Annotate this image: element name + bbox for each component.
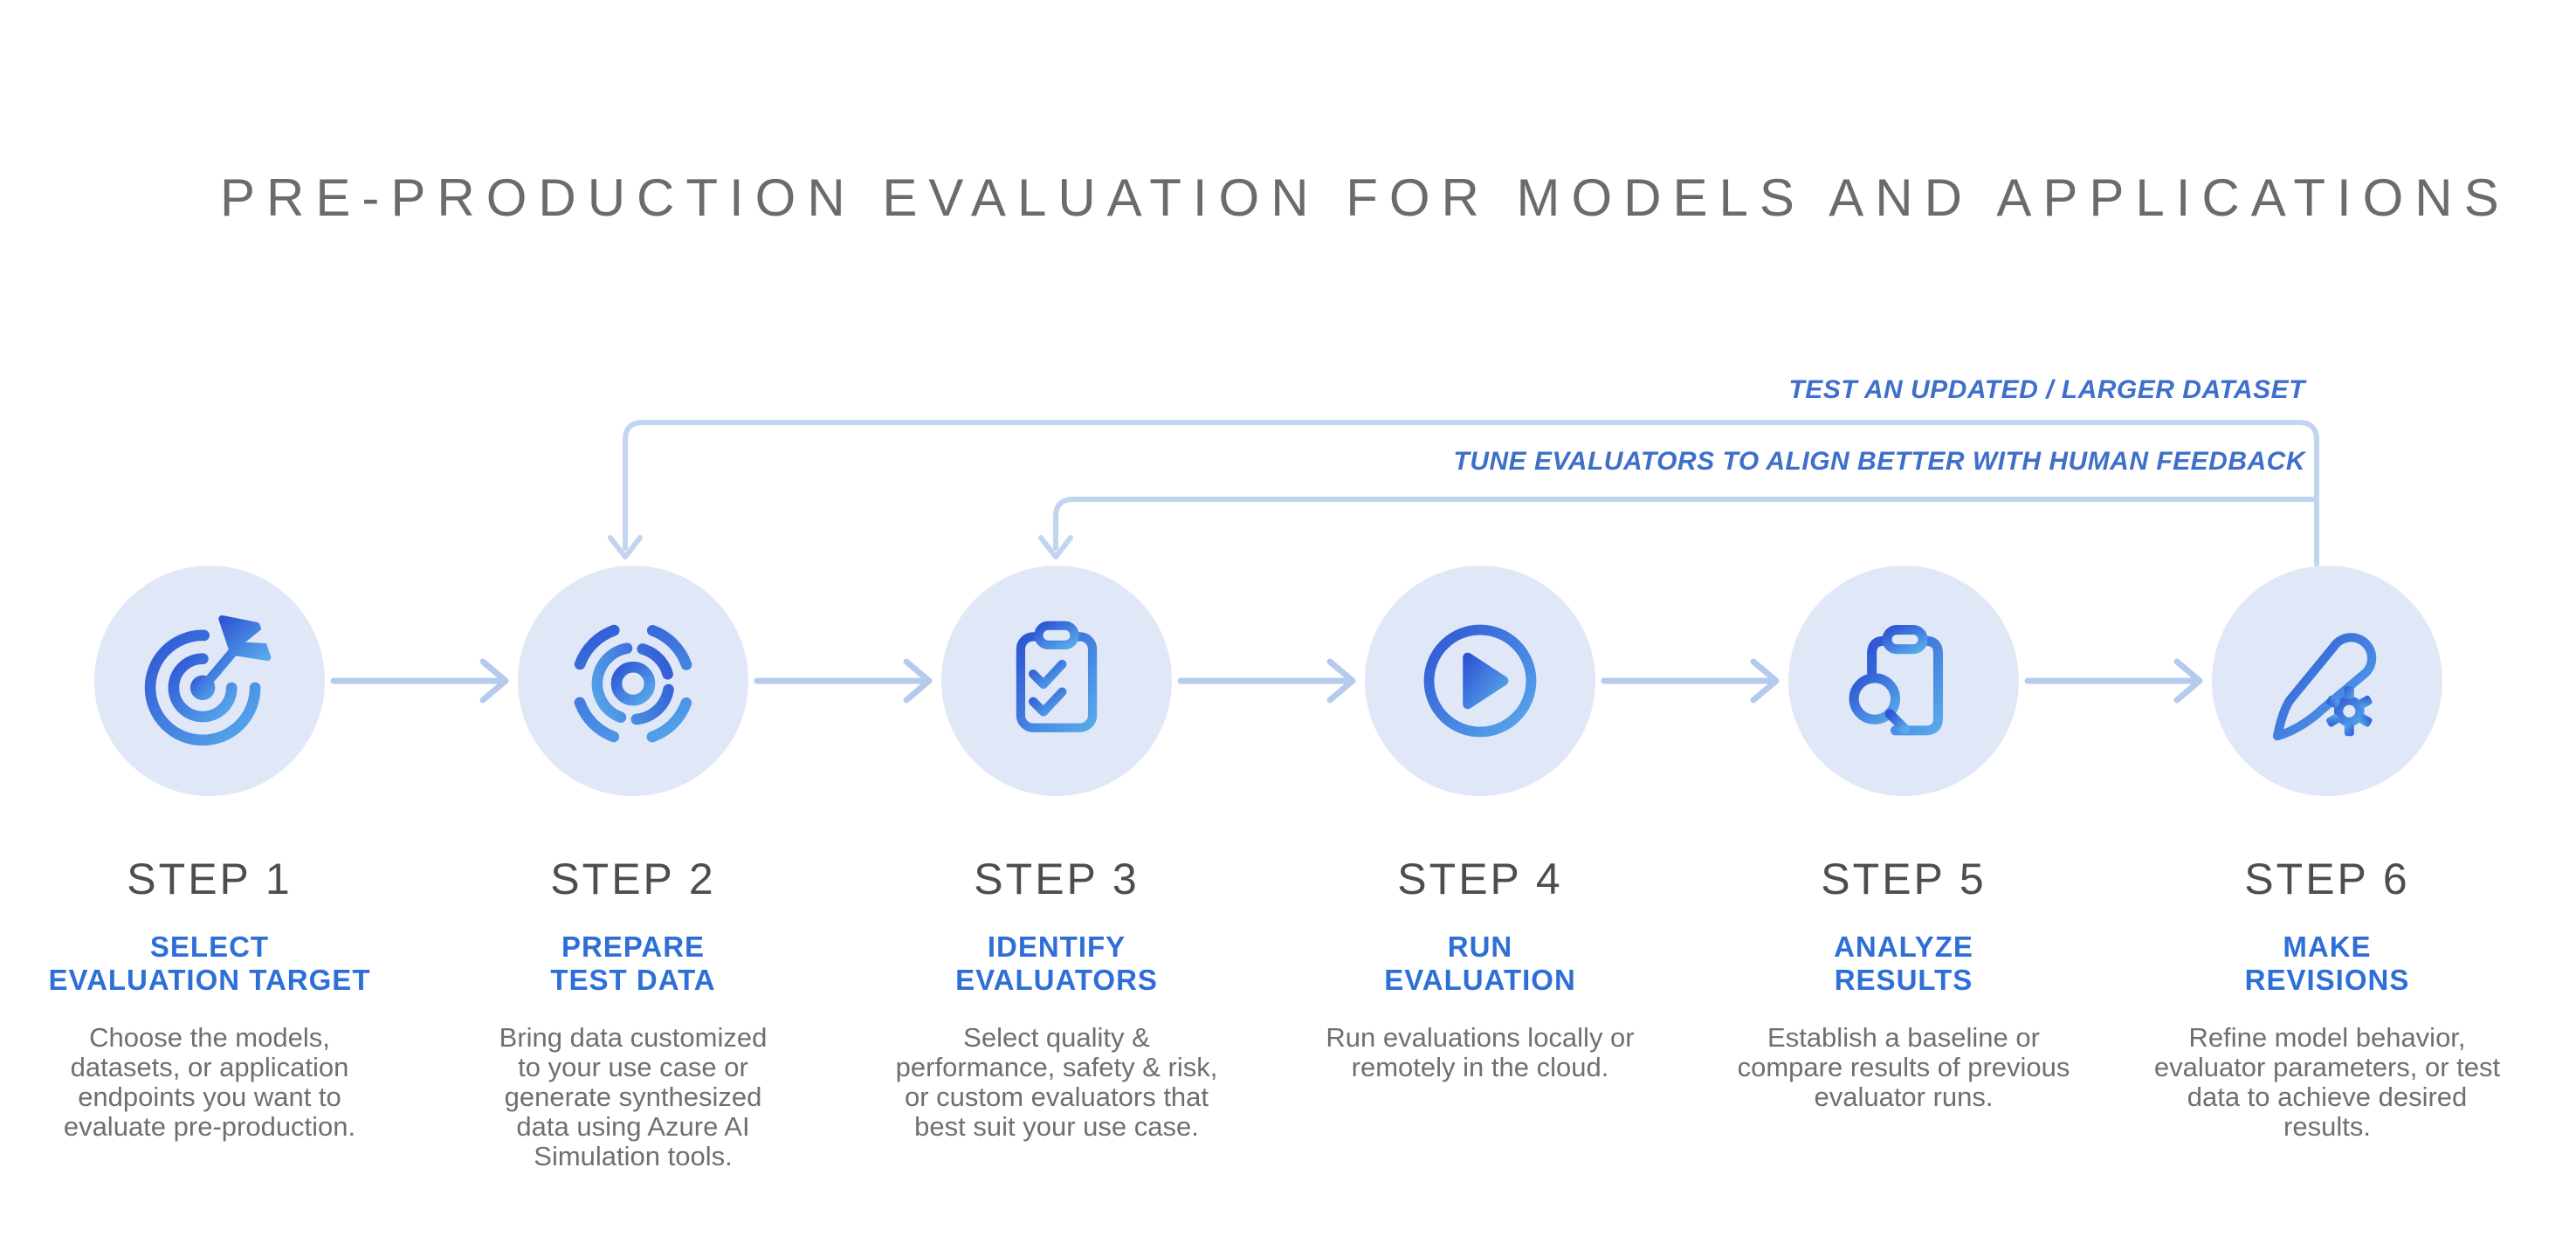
step-2-heading: PREPARE TEST DATA bbox=[428, 930, 838, 997]
step-6-heading-line1: MAKE bbox=[2283, 930, 2372, 963]
step-2-heading-line1: PREPARE bbox=[561, 930, 706, 963]
step-3-heading: IDENTIFY EVALUATORS bbox=[851, 930, 1262, 997]
step-5-circle bbox=[1788, 566, 2019, 796]
step-2-circle bbox=[518, 566, 748, 796]
step-6-heading: MAKE REVISIONS bbox=[2122, 930, 2532, 997]
step-6-circle bbox=[2212, 566, 2442, 796]
step-6-label: STEP 6 bbox=[2244, 855, 2410, 903]
step-2-heading-line2: TEST DATA bbox=[550, 964, 716, 996]
play-circle-icon bbox=[1423, 624, 1537, 738]
connector-arrow-3-4 bbox=[1177, 658, 1356, 704]
step-5-heading: ANALYZE RESULTS bbox=[1698, 930, 2109, 997]
step-4-circle bbox=[1365, 566, 1595, 796]
feedback-label-test-updated-dataset: TEST AN UPDATED / LARGER DATASET bbox=[1788, 375, 2305, 404]
gear bbox=[2326, 686, 2373, 737]
step-1-label: STEP 1 bbox=[127, 855, 293, 903]
step-5-description: Establish a baseline or compare results … bbox=[1737, 1022, 2070, 1112]
step-5-heading-line2: RESULTS bbox=[1834, 964, 1973, 996]
step-6-heading-line2: REVISIONS bbox=[2244, 964, 2410, 996]
step-3-description: Select quality & performance, safety & r… bbox=[895, 1022, 1218, 1142]
step-1-heading-line1: SELECT bbox=[149, 930, 270, 963]
page-title: PRE-PRODUCTION EVALUATION FOR MODELS AND… bbox=[220, 168, 2511, 227]
step-3-label: STEP 3 bbox=[974, 855, 1140, 903]
feedback-arrow-dataset bbox=[608, 420, 2319, 566]
step-3-circle bbox=[941, 566, 1172, 796]
data-pulse-icon bbox=[570, 621, 696, 746]
step-3-heading-line1: IDENTIFY bbox=[987, 930, 1126, 963]
feedback-label-tune-evaluators: TUNE EVALUATORS TO ALIGN BETTER WITH HUM… bbox=[1453, 447, 2305, 476]
target-dart-icon bbox=[144, 615, 272, 746]
step-4-label: STEP 4 bbox=[1397, 855, 1563, 903]
step-1-description: Choose the models, datasets, or applicat… bbox=[63, 1022, 356, 1142]
step-4-description: Run evaluations locally or remotely in t… bbox=[1326, 1022, 1635, 1082]
step-3-heading-line2: EVALUATORS bbox=[955, 964, 1158, 996]
step-6-description: Refine model behavior, evaluator paramet… bbox=[2153, 1022, 2501, 1142]
step-1-heading-line2: EVALUATION TARGET bbox=[48, 964, 371, 996]
clipboard-search-icon bbox=[1849, 625, 1944, 736]
step-5-heading-line1: ANALYZE bbox=[1834, 930, 1973, 963]
pen-gear-icon bbox=[2272, 633, 2377, 741]
step-4-heading: RUN EVALUATION bbox=[1275, 930, 1685, 997]
checklist-clipboard-icon bbox=[1016, 621, 1098, 732]
step-1-circle bbox=[94, 566, 325, 796]
connector-arrow-2-3 bbox=[754, 658, 933, 704]
connector-arrow-1-2 bbox=[330, 658, 509, 704]
step-5-label: STEP 5 bbox=[1821, 855, 1987, 903]
step-2-label: STEP 2 bbox=[550, 855, 716, 903]
step-4-heading-line2: EVALUATION bbox=[1384, 964, 1576, 996]
connector-arrow-4-5 bbox=[1601, 658, 1780, 704]
feedback-arrow-evaluators bbox=[1038, 497, 2319, 560]
step-1-heading: SELECT EVALUATION TARGET bbox=[4, 930, 415, 997]
connector-arrow-5-6 bbox=[2024, 658, 2203, 704]
step-4-heading-line1: RUN bbox=[1447, 930, 1513, 963]
step-2-description: Bring data customized to your use case o… bbox=[499, 1022, 768, 1171]
